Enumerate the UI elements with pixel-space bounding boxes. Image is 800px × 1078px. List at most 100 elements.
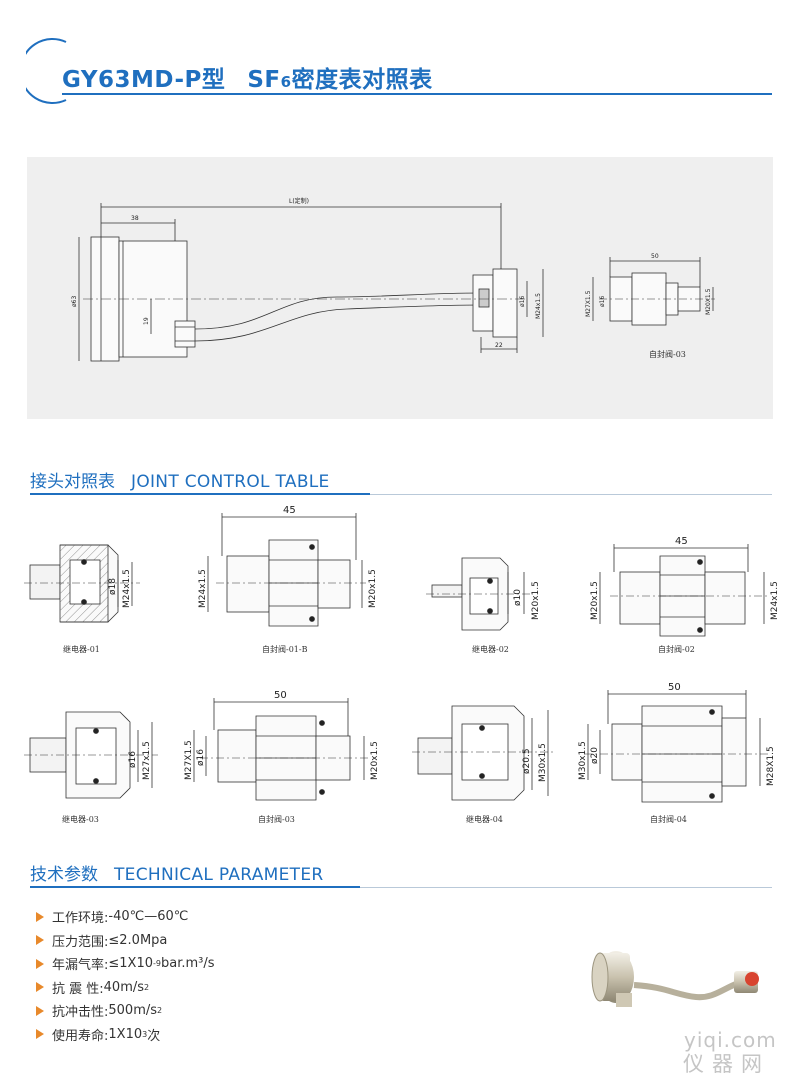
joint-title-cn: 接头对照表	[30, 472, 115, 492]
param-sup: 2	[157, 1006, 163, 1016]
param-sup: 3	[142, 1029, 148, 1039]
param-value: -40℃—60℃	[108, 909, 189, 925]
param-tail: bar.m³/s	[161, 956, 215, 972]
dim-phi16-label: ø16	[519, 296, 526, 307]
param-item: 工作环境:-40℃—60℃	[36, 905, 215, 929]
valve-03-caption: 自封阀-03	[258, 814, 295, 824]
dim-38-label: 38	[131, 215, 139, 222]
dim-22-label: 22	[495, 342, 503, 349]
dim-m24-label: M24x1.5	[535, 293, 542, 319]
relay-02-m: M20x1.5	[531, 581, 541, 620]
valve-04-m-left: M30x1.5	[578, 741, 588, 780]
relay-04-drawing	[417, 705, 549, 801]
product-photo	[591, 951, 759, 1007]
relay-02-caption: 继电器-02	[472, 644, 509, 654]
relay-04-phi: ø20.5	[522, 748, 532, 774]
header-arc-ornament	[26, 38, 67, 104]
valve-01b-caption: 自封阀-01-B	[262, 644, 308, 654]
valve-01b-width: 45	[283, 505, 296, 516]
dim-m20-label: M20X1.5	[705, 288, 712, 315]
param-label: 使用寿命:	[52, 1028, 109, 1044]
valve-02-width: 45	[675, 536, 688, 547]
valve-01b-m-left: M24x1.5	[198, 569, 208, 608]
joint-section-title: 接头对照表 JOINT CONTROL TABLE	[30, 467, 330, 492]
bullet-triangle-icon	[36, 958, 44, 969]
param-label: 抗冲击性:	[52, 1005, 109, 1021]
valve-04-width: 50	[668, 682, 681, 693]
page-title-rest: 密度表对照表	[291, 67, 433, 93]
valve-04-m-right: M28X1.5	[766, 746, 776, 786]
dim-length-label: L(定制)	[289, 197, 309, 205]
joint-title-en: JOINT CONTROL TABLE	[131, 472, 330, 492]
valve-03-phi: ø16	[196, 749, 206, 766]
relay-01-m: M24x1.5	[122, 569, 132, 608]
main-drawing-panel: L(定制) 38 ø63 19 ø16 M24x1.5 22 50 M27X1.…	[27, 157, 773, 419]
joint-section-rule-gray	[370, 494, 772, 495]
bullet-triangle-icon	[36, 1029, 44, 1040]
relay-01-phi: ø18	[108, 578, 118, 595]
main-valve-caption: 自封阀-03	[649, 349, 686, 359]
param-label: 抗 震 性:	[52, 981, 104, 997]
valve-04-caption: 自封阀-04	[650, 814, 687, 824]
dim-phi63-label: ø63	[71, 296, 78, 307]
tech-section-rule-gray	[360, 887, 772, 888]
joint-section-rule	[30, 493, 370, 495]
joint-drawings: ø18 M24x1.5 继电器-01 45 M24x1.5 M20x1.5 自封…	[24, 505, 780, 824]
bullet-triangle-icon	[36, 935, 44, 946]
valve-01b-m-right: M20x1.5	[368, 569, 378, 608]
relay-02-phi: ø10	[513, 589, 523, 606]
tech-section-title: 技术参数 TECHNICAL PARAMETER	[30, 860, 323, 885]
dim-19-label: 19	[143, 317, 150, 325]
header-rule	[62, 93, 772, 95]
valve-04-drawing	[587, 690, 761, 803]
param-label: 年漏气率:	[52, 958, 109, 974]
relay-03-drawing	[29, 711, 153, 799]
relay-01-caption: 继电器-01	[63, 644, 100, 654]
valve-03-width: 50	[274, 690, 287, 701]
watermark-cn: 仪器网	[683, 1052, 770, 1076]
param-value: 500m/s	[108, 1003, 158, 1019]
page-title-sub: 6	[280, 73, 292, 91]
bullet-triangle-icon	[36, 982, 44, 993]
relay-03-m: M27x1.5	[142, 741, 152, 780]
valve-02-m-left: M20x1.5	[590, 581, 600, 620]
bullet-triangle-icon	[36, 1005, 44, 1016]
main-assembly-drawing: L(定制) 38 ø63 19 ø16 M24x1.5 22 50 M27X1.…	[71, 197, 715, 362]
relay-01-drawing	[29, 544, 133, 623]
dim-m27-label: M27X1.5	[585, 290, 592, 317]
bullet-triangle-icon	[36, 911, 44, 922]
tech-title-cn: 技术参数	[30, 865, 98, 885]
page-title-model: GY63MD-P型	[62, 67, 226, 93]
tech-title-en: TECHNICAL PARAMETER	[114, 865, 324, 885]
dim-phi16b-label: ø16	[599, 296, 606, 307]
param-value: ≤2.0Mpa	[108, 932, 168, 948]
valve-02-caption: 自封阀-02	[658, 644, 695, 654]
valve-03-drawing	[193, 698, 365, 801]
param-value: 40m/s	[103, 979, 145, 995]
param-value: 1X10	[108, 1026, 143, 1042]
valve-03-m-right: M20x1.5	[370, 741, 380, 780]
relay-04-m: M30x1.5	[538, 743, 548, 782]
relay-03-caption: 继电器-03	[62, 814, 99, 824]
dim-50-label: 50	[651, 253, 659, 260]
tech-section-rule	[30, 886, 360, 888]
relay-04-caption: 继电器-04	[466, 814, 503, 824]
relay-03-phi: ø16	[128, 751, 138, 768]
param-sup: 2	[144, 982, 150, 992]
param-item: 压力范围:≤2.0Mpa	[36, 929, 215, 953]
param-sup: -9	[153, 959, 161, 969]
valve-01b-drawing	[207, 513, 363, 627]
valve-02-drawing	[599, 544, 765, 637]
valve-03-m-left: M27X1.5	[184, 740, 194, 780]
param-tail: 次	[147, 1028, 161, 1044]
watermark-site: yiqi.com	[684, 1028, 777, 1052]
param-label: 压力范围:	[52, 934, 109, 950]
valve-04-phi: ø20	[590, 747, 600, 764]
valve-02-m-right: M24x1.5	[770, 581, 780, 620]
